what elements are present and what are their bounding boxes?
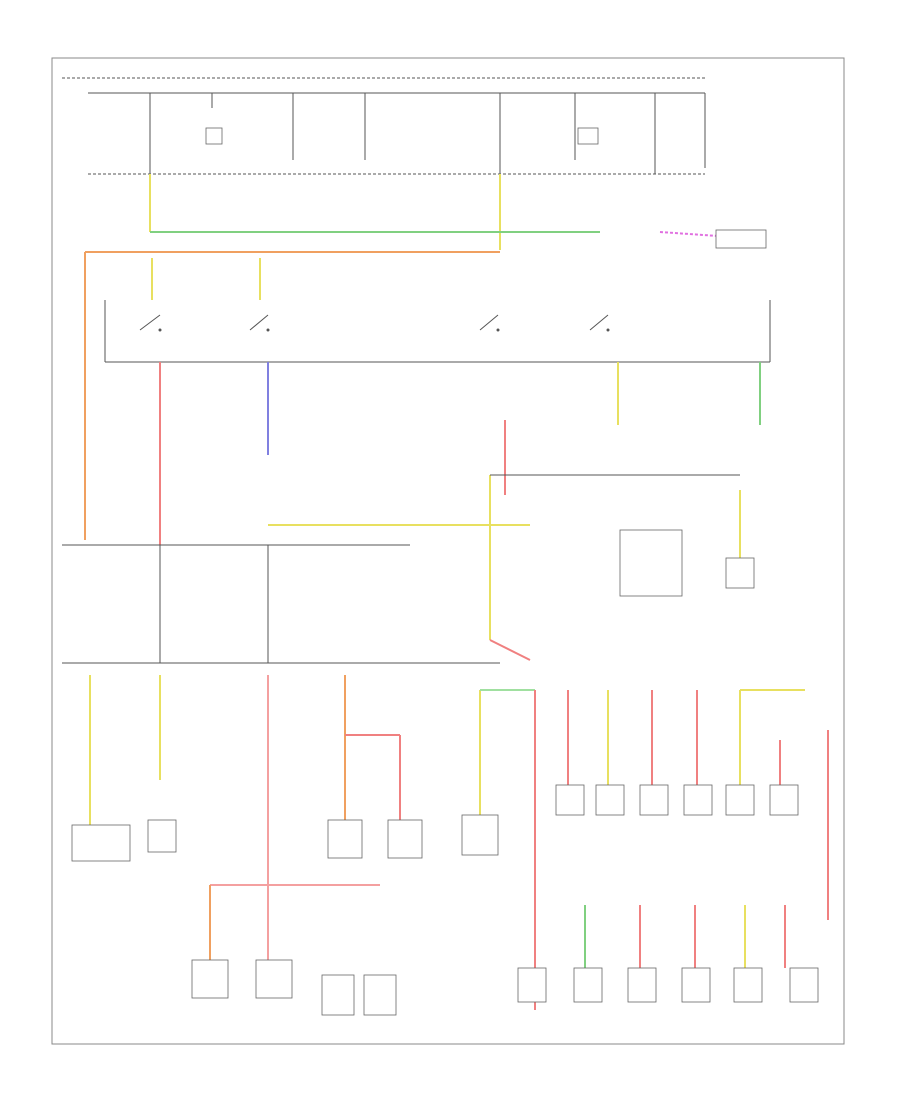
lower-components: [71, 784, 819, 1016]
wires-upper: [84, 174, 719, 540]
lower-fuse-block: [62, 544, 500, 664]
switch-module: [104, 229, 771, 363]
diagram-border: [51, 57, 845, 1045]
wires-middle: [159, 362, 761, 661]
wires-lower: [89, 675, 829, 1010]
top-fuse-block: [62, 77, 706, 175]
